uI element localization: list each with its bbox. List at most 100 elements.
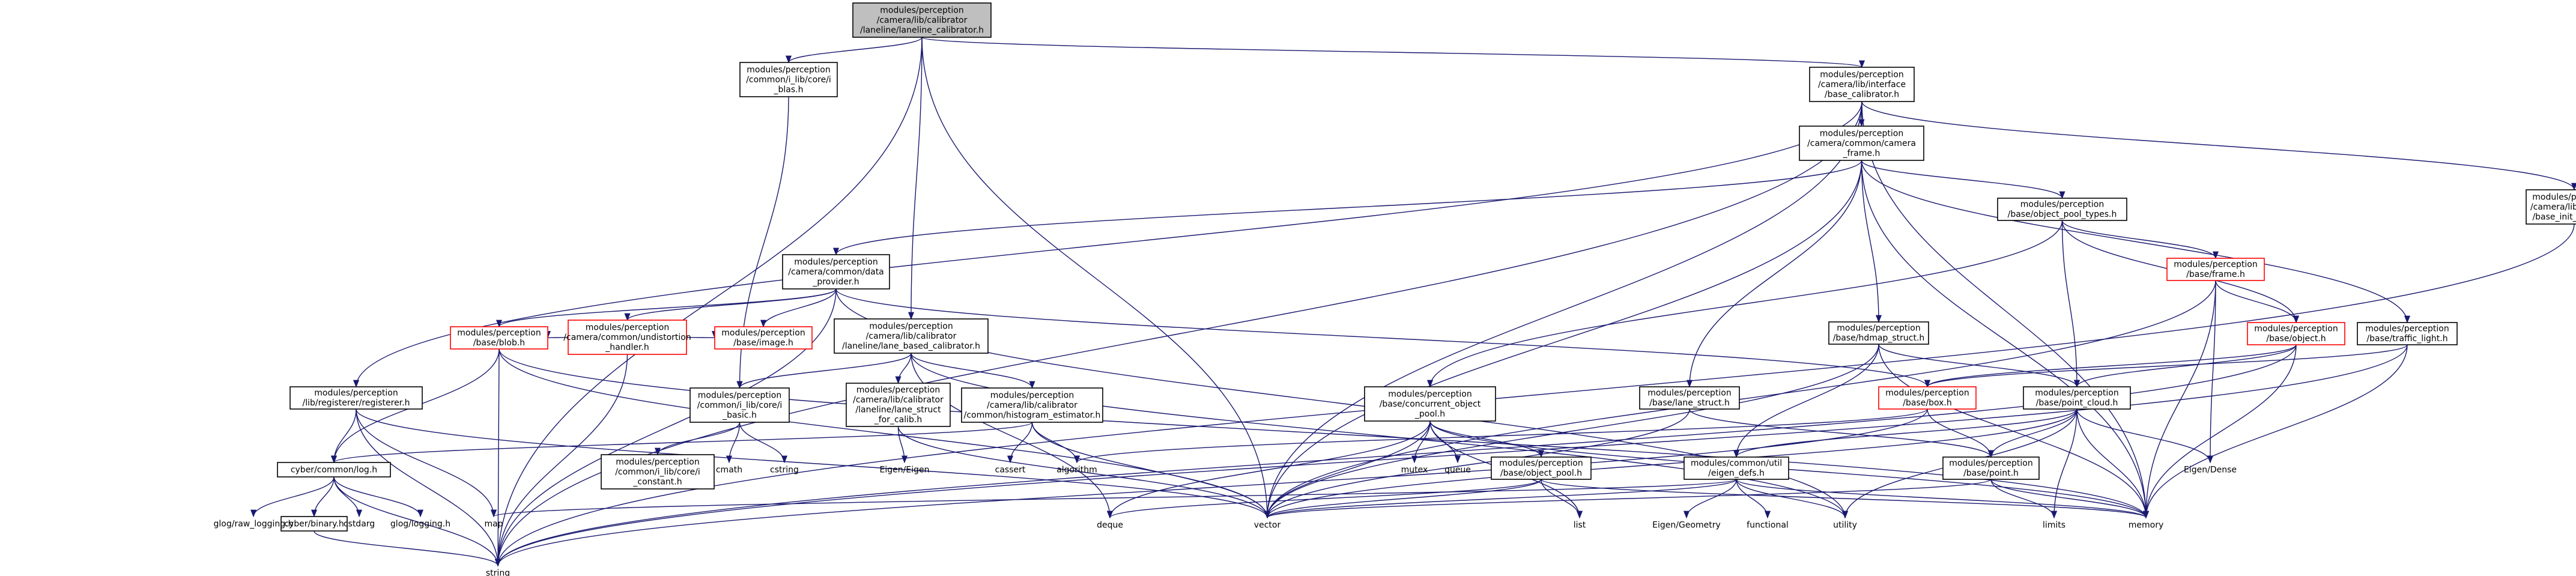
- edge-obj_pool_types-to-concurrent: [1427, 220, 2063, 388]
- node-lane_struct[interactable]: modules/perception/base/lane_struct.h: [1639, 386, 1740, 410]
- node-traffic[interactable]: modules/perception/base/traffic_light.h: [2357, 322, 2458, 345]
- edge-point_cloud-to-eigen_dense: [2076, 408, 2213, 464]
- edge-obj_pool-to-vector: [1264, 479, 1542, 519]
- node-dataprov[interactable]: modules/perception/camera/common/data_pr…: [782, 254, 890, 290]
- node-box-ilib_const: [601, 454, 715, 490]
- edge-object-to-box: [1924, 344, 2297, 388]
- node-label-dataprov-line-2: _provider.h: [812, 277, 859, 286]
- node-hist[interactable]: modules/perception/camera/lib/calibrator…: [961, 387, 1103, 423]
- node-lane_struct_calib[interactable]: modules/perception/camera/lib/calibrator…: [846, 383, 951, 427]
- node-label-hist-line-0: modules/perception: [990, 390, 1074, 400]
- node-registerer[interactable]: modules/perception/lib/registerer/regist…: [289, 386, 423, 410]
- node-blob[interactable]: modules/perception/base/blob.h: [450, 326, 548, 350]
- node-label-obj_pool-line-0: modules/perception: [1499, 459, 1583, 468]
- node-label-cyber_log-line-0: cyber/common/log.h: [291, 465, 377, 474]
- edge-registerer-to-map: [356, 408, 497, 518]
- node-box-point: [1942, 456, 2040, 480]
- node-ilib_const[interactable]: modules/perception/common/i_lib/core/i_c…: [601, 454, 715, 490]
- node-box-cam_frame: [1799, 126, 1924, 161]
- edge-traffic-to-box: [1924, 344, 2408, 388]
- node-label-mutex-line-0: mutex: [1401, 465, 1428, 474]
- node-lbc[interactable]: modules/perception/camera/lib/calibrator…: [834, 318, 989, 354]
- node-bias[interactable]: modules/perception/common/i_lib/core/i_b…: [739, 62, 838, 97]
- edge-object-to-point_cloud: [2074, 344, 2297, 388]
- edge-obj_pool-to-list: [1541, 479, 1583, 519]
- node-ilib_basic[interactable]: modules/perception/common/i_lib/core/i_b…: [689, 387, 790, 423]
- node-label-deque-line-0: deque: [1097, 520, 1123, 530]
- node-label-lbc-line-1: /camera/lib/calibrator: [866, 332, 957, 341]
- node-memory: memory: [2129, 520, 2164, 530]
- node-label-root-line-2: /laneline/laneline_calibrator.h: [860, 25, 984, 35]
- node-label-base_cal-line-2: /base_calibrator.h: [1825, 89, 1899, 99]
- edge-dataprov-to-box: [835, 288, 1930, 388]
- edge-concurrent-to-vector: [1264, 420, 1431, 519]
- node-box-eigen_defs: [1683, 456, 1789, 480]
- node-label-lbc-line-0: modules/perception: [869, 321, 953, 331]
- node-label-string-line-0: string: [486, 568, 510, 576]
- node-label-hist-line-2: /common/histogram_estimator.h: [964, 410, 1101, 420]
- node-label-image-line-1: /base/image.h: [733, 338, 793, 348]
- node-label-hdmap-line-1: /base/hdmap_struct.h: [1833, 333, 1925, 343]
- node-box-obj_pool_types: [1997, 198, 2127, 221]
- node-box[interactable]: modules/perception/base/box.h: [1878, 386, 1977, 410]
- node-cam_frame[interactable]: modules/perception/camera/common/camera_…: [1799, 126, 1924, 161]
- node-cyber_log[interactable]: cyber/common/log.h: [277, 462, 391, 477]
- node-box-object: [2247, 322, 2345, 345]
- node-concurrent[interactable]: modules/perception/base/concurrent_objec…: [1364, 386, 1496, 422]
- edge-obj_pool_types-to-frame: [2061, 220, 2219, 259]
- node-image[interactable]: modules/perception/base/image.h: [714, 326, 813, 350]
- node-init_opts[interactable]: modules/perception/camera/lib/interface/…: [2526, 189, 2576, 225]
- edge-point_cloud-to-point: [1988, 408, 2077, 458]
- node-label-eigen_defs-line-1: /eigen_defs.h: [1708, 468, 1765, 478]
- node-label-eigen_defs-line-0: modules/common/util: [1691, 459, 1782, 468]
- dependency-nodes: modules/perception/camera/lib/calibrator…: [214, 2, 2576, 576]
- node-hdmap[interactable]: modules/perception/base/hdmap_struct.h: [1828, 321, 1929, 345]
- edge-eigen_defs-to-eigen_geo: [1683, 479, 1737, 519]
- node-label-cam_frame-line-1: /camera/common/camera: [1807, 139, 1916, 148]
- node-frame[interactable]: modules/perception/base/frame.h: [2166, 258, 2265, 281]
- node-eigen_eigen: Eigen/Eigen: [880, 465, 930, 474]
- edge-point_cloud-to-memory: [2076, 408, 2150, 519]
- node-mutex: mutex: [1401, 465, 1428, 474]
- edge-lbc-to-lane_struct_calib: [895, 353, 912, 384]
- edge-hist-to-vector: [1031, 422, 1270, 519]
- edge-frame-to-vector: [1264, 280, 2216, 519]
- node-obj_pool_types[interactable]: modules/perception/base/object_pool_type…: [1997, 198, 2127, 221]
- node-eigen_dense: Eigen/Dense: [2184, 465, 2237, 474]
- node-obj_pool[interactable]: modules/perception/base/object_pool.h: [1491, 456, 1592, 480]
- node-cyber_binary[interactable]: cyber/binary.h: [280, 516, 348, 532]
- node-label-box-line-1: /base/box.h: [1903, 398, 1951, 408]
- node-point_cloud[interactable]: modules/perception/base/point_cloud.h: [2023, 386, 2131, 410]
- node-label-obj_pool_types-line-0: modules/perception: [2020, 200, 2104, 210]
- node-box-frame: [2166, 258, 2265, 281]
- node-label-cam_frame-line-0: modules/perception: [1820, 129, 1903, 138]
- node-object[interactable]: modules/perception/base/object.h: [2247, 322, 2345, 345]
- node-label-image-line-0: modules/perception: [721, 329, 805, 338]
- edge-dataprov-to-undistort: [624, 288, 837, 321]
- edge-root-to-string: [494, 37, 923, 567]
- node-root[interactable]: modules/perception/camera/lib/calibrator…: [852, 2, 992, 38]
- edge-cyber_binary-to-string: [314, 530, 501, 567]
- node-label-ilib_basic-line-1: /common/i_lib/core/i: [697, 401, 783, 410]
- edge-cyber_log-to-glograw: [250, 476, 335, 518]
- edge-base_cal-to-memory: [1861, 101, 2150, 519]
- edge-root-to-vector: [921, 37, 1271, 519]
- node-label-bias-line-2: _blas.h: [774, 85, 804, 94]
- node-label-map-line-0: map: [484, 519, 503, 529]
- edge-frame-to-object: [2215, 280, 2299, 324]
- edge-concurrent-to-deque: [1107, 420, 1431, 519]
- node-point[interactable]: modules/perception/base/point.h: [1942, 456, 2040, 480]
- node-eigen_defs[interactable]: modules/common/util/eigen_defs.h: [1683, 456, 1789, 480]
- node-base_cal[interactable]: modules/perception/camera/lib/interface/…: [1809, 67, 1915, 102]
- node-label-blob-line-0: modules/perception: [457, 329, 541, 338]
- edge-root-to-lbc: [908, 37, 923, 320]
- node-undistort[interactable]: modules/perception/camera/common/undisto…: [563, 320, 691, 355]
- node-box-image: [714, 326, 813, 350]
- edge-hist-to-cassert: [1007, 422, 1033, 464]
- edge-registerer-to-string: [356, 408, 502, 567]
- node-label-point-line-1: /base/point.h: [1963, 468, 2019, 478]
- edge-point-to-limits: [1990, 479, 2057, 519]
- edge-lbc-to-deque: [911, 353, 1114, 519]
- node-label-dataprov-line-1: /camera/common/data: [788, 267, 884, 277]
